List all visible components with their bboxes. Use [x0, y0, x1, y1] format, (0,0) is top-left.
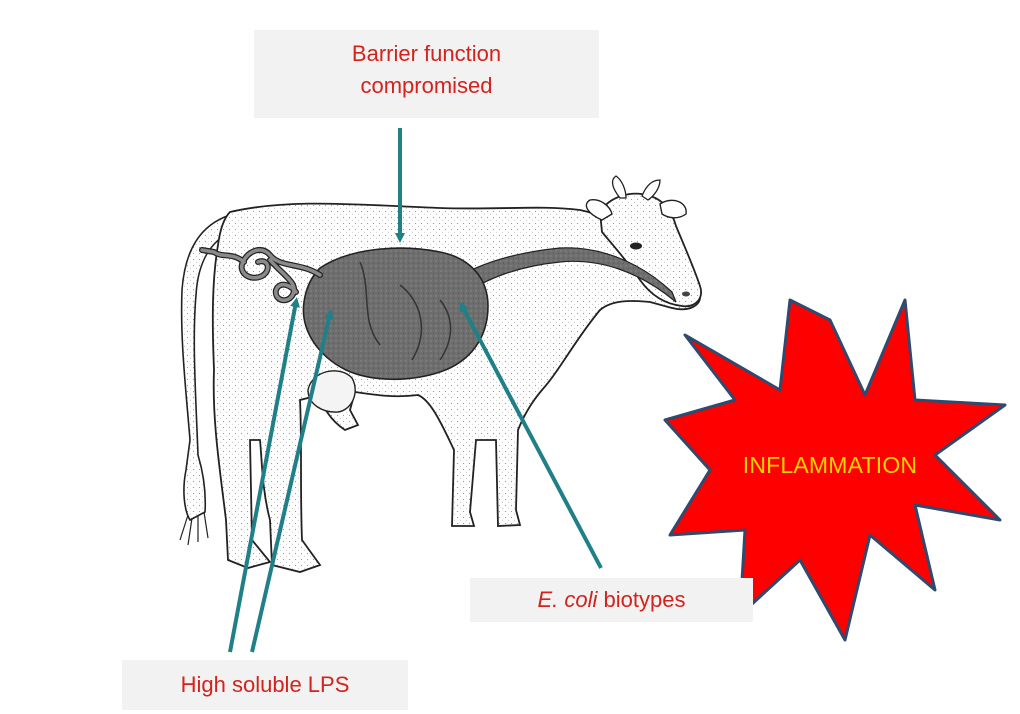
ecoli-biotypes-text: biotypes [597, 587, 685, 612]
barrier-function-label: Barrier function compromised [254, 30, 599, 118]
barrier-label-line1: Barrier function [254, 38, 599, 70]
cow-horn-left [613, 176, 626, 198]
stomach [303, 248, 488, 379]
ecoli-biotypes-label: E. coli biotypes [470, 578, 753, 622]
cow-nostril [682, 292, 690, 297]
inflammation-label: INFLAMMATION [680, 445, 980, 485]
cow-ear-right [660, 200, 686, 217]
cow-eye [630, 243, 642, 250]
cow-horn-right [642, 180, 660, 200]
high-soluble-lps-label: High soluble LPS [122, 660, 408, 710]
lps-text: High soluble LPS [181, 672, 350, 697]
barrier-label-line2: compromised [254, 70, 599, 102]
ecoli-species-text: E. coli [538, 587, 598, 612]
